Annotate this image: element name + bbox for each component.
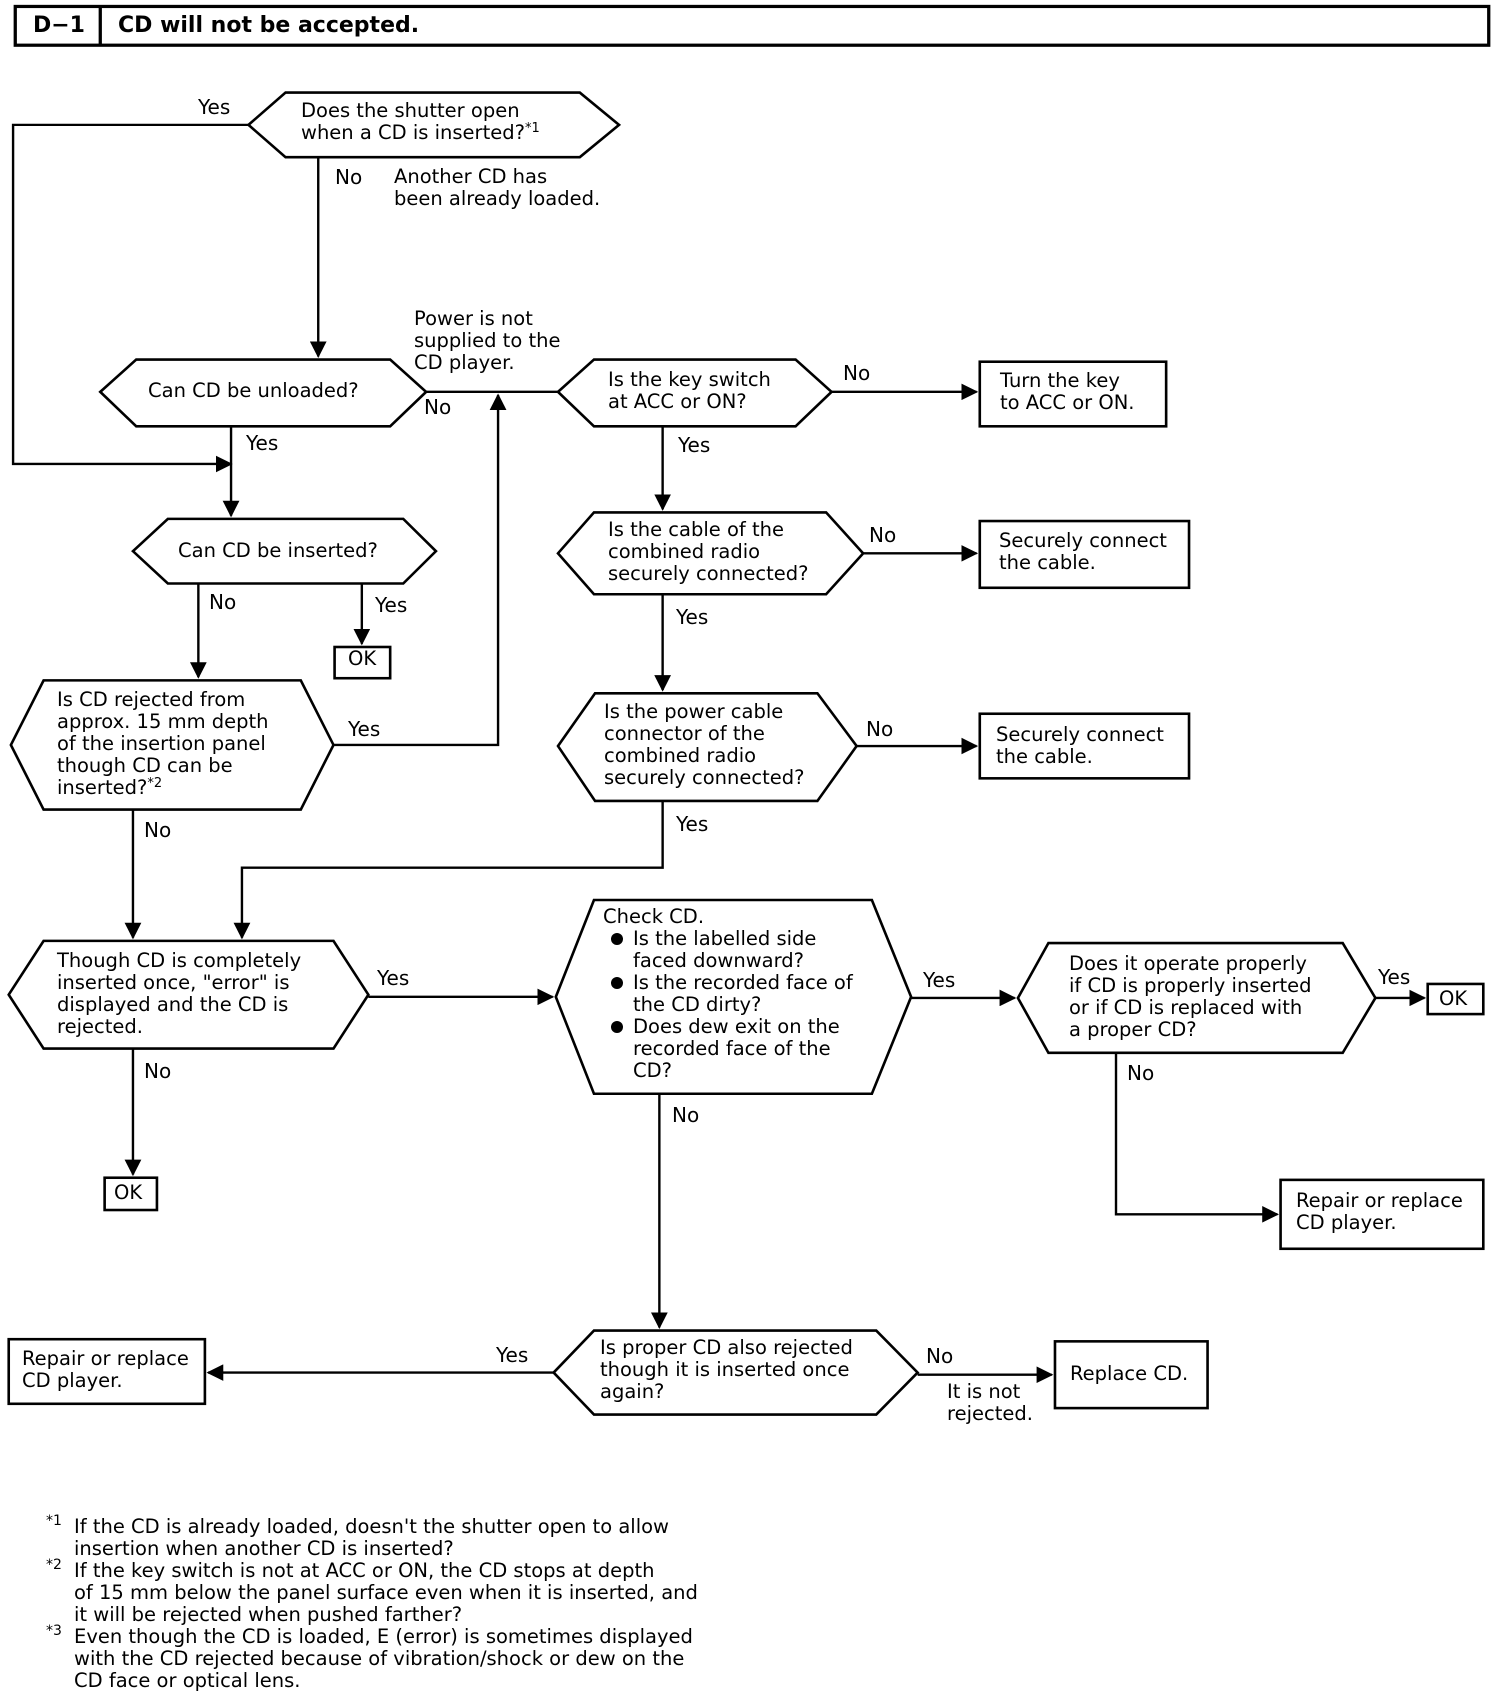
footnote-text-2: If the key switch is not at ACC or ON, t… <box>74 1559 698 1626</box>
repair-box-1 <box>1279 1178 1485 1251</box>
error-decision <box>7 939 370 1050</box>
check-item-dirty: Is the recorded face of the CD dirty? <box>607 972 853 1016</box>
label-yes-insert: Yes <box>375 593 408 617</box>
check-cd-block: Check CD. Is the labelled side faced dow… <box>603 906 853 1082</box>
arrow-rejected15-yes <box>333 393 507 747</box>
ok-box-2 <box>1426 982 1485 1016</box>
operate-question: Does it operate properly if CD is proper… <box>1069 952 1312 1041</box>
arrow-operate-no <box>1114 1052 1279 1223</box>
turn-key-action: Turn the key to ACC or ON. <box>1000 369 1135 414</box>
footnote-2: *2 If the key switch is not at ACC or ON,… <box>42 1557 742 1626</box>
header-frame <box>13 4 1491 47</box>
label-yes-rejected15: Yes <box>348 717 381 741</box>
replace-cd-action: Replace CD. <box>1070 1362 1189 1385</box>
repair-action-2: Repair or replace CD player. <box>22 1347 189 1392</box>
label-no-proper-cd: No <box>926 1344 954 1368</box>
repair-box-2 <box>7 1337 207 1406</box>
label-no-cable: No <box>869 523 897 547</box>
label-no-keyswitch: No <box>843 361 871 385</box>
label-no-rejected15: No <box>144 818 172 842</box>
footnote-ref-1: *1 <box>524 121 540 136</box>
ok-label-1: OK <box>348 647 377 670</box>
power-not-supplied-note: Power is not supplied to the CD player. <box>414 307 561 374</box>
label-yes-operate: Yes <box>1378 965 1411 989</box>
arrow-shutter-yes <box>11 123 249 473</box>
label-yes-shutter: Yes <box>198 95 231 119</box>
replace-cd-box <box>1053 1340 1209 1410</box>
shutter-decision <box>246 91 622 159</box>
unload-question: Can CD be unloaded? <box>148 379 359 402</box>
ok-box-1 <box>333 645 392 680</box>
another-loaded-note: Another CD has been already loaded. <box>394 165 601 210</box>
label-yes-check-cd: Yes <box>923 968 956 992</box>
label-yes-cable: Yes <box>676 605 709 629</box>
label-no-insert: No <box>209 590 237 614</box>
footnote-3: *3 Even though the CD is loaded, E (error… <box>42 1623 742 1692</box>
power-cable-question: Is the power cable connector of the comb… <box>604 700 805 789</box>
label-yes-unload: Yes <box>246 431 279 455</box>
check-cd-title: Check CD. <box>603 905 705 928</box>
connect-cable-action-1: Securely connect the cable. <box>999 529 1167 574</box>
label-no-check-cd: No <box>672 1103 700 1127</box>
footnote-text-1: If the CD is already loaded, doesn't the… <box>74 1515 669 1560</box>
rejected15-question: Is CD rejected from approx. 15 mm depth … <box>57 688 269 799</box>
connect-cable-action-2: Securely connect the cable. <box>996 723 1164 768</box>
ok-box-3 <box>103 1176 159 1212</box>
footnote-mark-1: *1 <box>46 1513 62 1529</box>
repair-action-1: Repair or replace CD player. <box>1296 1189 1463 1234</box>
ok-label-3: OK <box>114 1181 143 1204</box>
label-yes-proper-cd: Yes <box>496 1343 529 1367</box>
ok-label-2: OK <box>1439 987 1468 1010</box>
label-yes-error: Yes <box>377 966 410 990</box>
header-title: CD will not be accepted. <box>118 12 420 38</box>
footnote-ref-2: *2 <box>147 776 163 791</box>
label-no-error: No <box>144 1059 172 1083</box>
check-item-labelled-side: Is the labelled side faced downward? <box>607 928 853 972</box>
cable-question: Is the cable of the combined radio secur… <box>608 518 809 585</box>
insert-question: Can CD be inserted? <box>178 539 378 562</box>
footnote-mark-2: *2 <box>46 1557 62 1573</box>
turn-key-box <box>978 360 1168 428</box>
footnote-text-3: Even though the CD is loaded, E (error) … <box>74 1625 693 1692</box>
label-yes-keyswitch: Yes <box>678 433 711 457</box>
connect-box-1 <box>978 519 1191 590</box>
header-id: D−1 <box>32 12 85 38</box>
connect-box-2 <box>978 712 1191 780</box>
label-no-power-cable: No <box>866 717 894 741</box>
error-question: Though CD is completely inserted once, "… <box>57 949 302 1038</box>
check-item-dew: Does dew exit on the recorded face of th… <box>607 1016 853 1082</box>
label-yes-power-cable: Yes <box>676 812 709 836</box>
insert-decision <box>131 517 438 585</box>
not-rejected-note: It is not rejected. <box>947 1380 1033 1425</box>
footnote-1: *1 If the CD is already loaded, doesn't t… <box>42 1513 742 1560</box>
keyswitch-question: Is the key switch at ACC or ON? <box>608 368 771 413</box>
proper-cd-question: Is proper CD also rejected though it is … <box>600 1336 853 1403</box>
label-no-operate: No <box>1127 1061 1155 1085</box>
footnotes: *1 If the CD is already loaded, doesn't t… <box>42 1513 742 1692</box>
shutter-question: Does the shutter open when a CD is inser… <box>301 99 540 144</box>
footnote-mark-3: *3 <box>46 1623 62 1639</box>
arrow-power-cable-yes <box>233 800 664 940</box>
proper-cd-decision <box>551 1329 920 1416</box>
label-no-unload: No <box>424 395 452 419</box>
label-no-shutter: No <box>335 165 363 189</box>
